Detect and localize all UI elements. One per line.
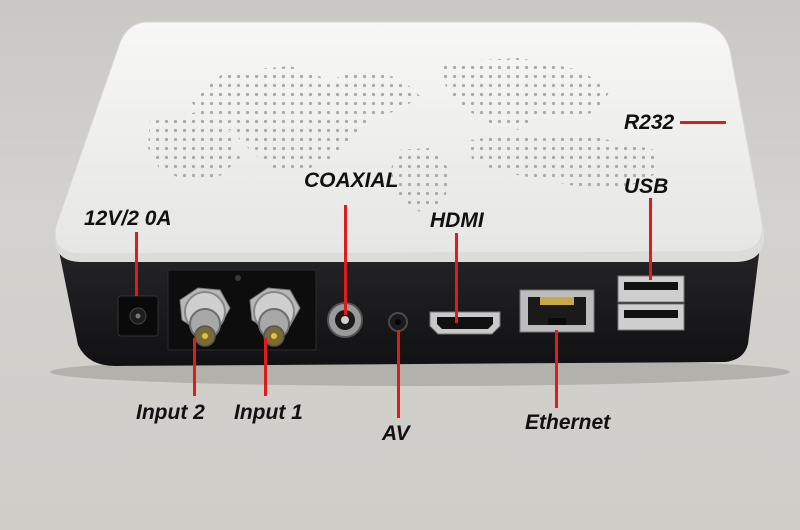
leader-av [397, 330, 400, 418]
label-input1: Input 1 [234, 401, 303, 424]
coaxial-port [327, 302, 363, 338]
label-coaxial: COAXIAL [304, 169, 399, 192]
label-ethernet: Ethernet [525, 411, 611, 434]
av-port [388, 312, 408, 332]
hdmi-port [429, 311, 501, 335]
label-r232: R232 [624, 111, 675, 134]
input2-connector [179, 287, 231, 347]
leader-ethernet [555, 330, 558, 408]
leader-hdmi [455, 233, 458, 323]
usb-ports [617, 275, 685, 331]
ethernet-port [519, 289, 595, 333]
leader-input1 [264, 338, 267, 396]
input1-connector [249, 287, 301, 347]
leader-power [135, 232, 138, 296]
leader-coaxial [344, 205, 347, 315]
leader-usb [649, 198, 652, 280]
leader-input2 [193, 338, 196, 396]
leader-r232 [680, 121, 726, 124]
label-hdmi: HDMI [430, 209, 484, 232]
label-input2: Input 2 [136, 401, 205, 424]
lid-edge [55, 222, 765, 262]
label-usb: USB [624, 175, 669, 198]
power-jack [117, 295, 159, 337]
label-power: 12V/2 0A [84, 207, 172, 230]
led-indicator [235, 275, 241, 281]
vent-pattern [148, 58, 660, 212]
label-av: AV [382, 422, 410, 445]
